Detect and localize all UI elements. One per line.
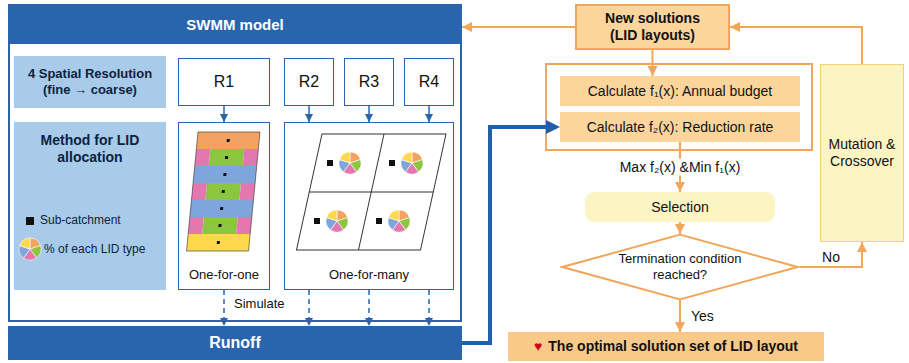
process-box: Selection xyxy=(585,192,775,222)
process-box: Calculate f₁(x): Annual budget xyxy=(560,76,800,106)
resolution-box: R1 xyxy=(178,58,270,106)
edge-label: Max f₂(x) &Min f₁(x) xyxy=(617,159,744,176)
label-box: 4 Spatial Resolution (fine → coarse) xyxy=(14,56,166,108)
connector xyxy=(428,106,430,122)
process-box: Mutation & Crossover xyxy=(820,64,904,242)
connector xyxy=(679,300,681,332)
connector xyxy=(462,127,553,343)
resolution-box: R3 xyxy=(344,58,394,106)
node-text: Runoff xyxy=(209,333,261,352)
connector xyxy=(462,26,575,28)
result-box: ♥ The optimal solution set of LID layout xyxy=(508,332,824,361)
node-text: Selection xyxy=(651,199,709,216)
node-text: 4 Spatial Resolution (fine → coarse) xyxy=(18,66,162,97)
connector xyxy=(730,27,862,64)
resolution-box: R2 xyxy=(284,58,334,106)
legend-text: Sub-catchment xyxy=(40,213,121,227)
decision-diamond: Termination condition reached? xyxy=(560,234,800,300)
node-text: New solutions (LID layouts) xyxy=(595,10,710,44)
connector xyxy=(368,106,370,122)
group-outline xyxy=(546,64,812,150)
connector xyxy=(223,106,225,122)
node-text: R1 xyxy=(214,72,234,91)
allocation-box: One-for-many xyxy=(284,122,454,290)
process-box: New solutions (LID layouts) xyxy=(575,4,730,50)
model-panel: SWMM model 4 Spatial Resolution (fine → c… xyxy=(8,4,462,322)
annotation-label: Simulate xyxy=(234,296,285,312)
edge-label: Yes xyxy=(688,308,717,325)
node-text: Mutation & Crossover xyxy=(825,136,899,170)
output-bar: Runoff xyxy=(8,326,462,360)
allocation-box: One-for-one xyxy=(178,122,270,290)
resolution-box: R4 xyxy=(404,58,454,106)
legend-pie-icon xyxy=(18,237,42,261)
node-text: ♥ xyxy=(534,338,542,355)
edge-label: No xyxy=(819,249,843,266)
connector xyxy=(652,50,654,76)
node-text: Termination condition reached? xyxy=(616,251,744,282)
node-text: Method for LID allocation xyxy=(18,132,162,166)
node-text: One-for-one xyxy=(189,267,259,283)
node-text: One-for-many xyxy=(329,267,409,283)
node-text: The optimal solution set of LID layout xyxy=(548,338,798,355)
node-text: Calculate f₁(x): Annual budget xyxy=(588,83,773,100)
process-box: Calculate f₂(x): Reduction rate xyxy=(560,112,800,142)
connector xyxy=(679,222,681,234)
connector xyxy=(800,242,862,267)
node-text: SWMM model xyxy=(10,6,460,44)
node-text: R3 xyxy=(359,72,379,91)
node-text: R4 xyxy=(419,72,439,91)
strip-layout xyxy=(187,132,260,251)
lid-pies xyxy=(314,152,423,232)
legend-text: % of each LID type xyxy=(44,242,145,256)
node-text: R2 xyxy=(299,72,319,91)
label-box: Method for LID allocation xyxy=(14,122,166,290)
node-text: Calculate f₂(x): Reduction rate xyxy=(587,119,774,136)
legend-square-icon xyxy=(25,216,35,226)
grid-layout xyxy=(296,134,446,250)
connector xyxy=(308,106,310,122)
